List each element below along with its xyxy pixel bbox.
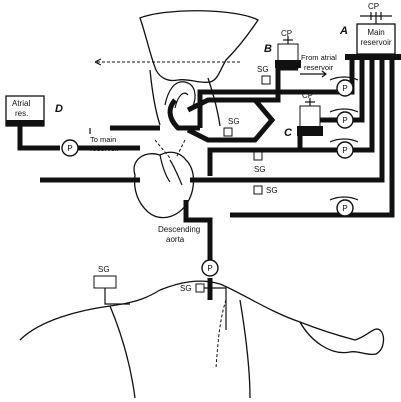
tube-head bbox=[167, 98, 200, 131]
sg-label-4: SG bbox=[266, 186, 278, 195]
torso-right bbox=[239, 299, 251, 399]
marker-d: D bbox=[55, 103, 63, 115]
torso-left bbox=[109, 305, 136, 399]
main-reservoir-label-2: reservoir bbox=[360, 38, 391, 47]
neck-left bbox=[149, 69, 161, 126]
pump-lower[interactable]: P bbox=[201, 259, 219, 277]
marker-c: C bbox=[284, 127, 293, 139]
sg-box-2 bbox=[223, 127, 233, 137]
sg-box-3 bbox=[253, 151, 263, 161]
reservoir-b-base bbox=[275, 60, 301, 68]
tube-res-2 bbox=[310, 60, 365, 123]
flow-arrow-3 bbox=[329, 138, 359, 143]
pump-label: P bbox=[342, 146, 347, 155]
sg-box-5 bbox=[195, 283, 205, 293]
neck-right bbox=[207, 77, 221, 127]
sg-label-1: SG bbox=[257, 65, 269, 74]
atrial-reservoir-base bbox=[6, 120, 44, 126]
pump-left[interactable]: P bbox=[61, 139, 79, 157]
pump-right-2[interactable]: P bbox=[336, 111, 354, 129]
marker-b: B bbox=[264, 43, 272, 55]
pump-label: P bbox=[342, 116, 347, 125]
head-outline bbox=[139, 10, 259, 84]
tube-desc-aorta bbox=[183, 200, 213, 262]
cp-c-label: CP bbox=[302, 91, 313, 100]
to-main-label-1: To main bbox=[90, 135, 116, 144]
tube-res-4 bbox=[190, 60, 385, 183]
flow-arrow-4 bbox=[329, 196, 359, 201]
arm-outline bbox=[299, 321, 351, 354]
sg-box-6 bbox=[93, 275, 117, 289]
sg-label-2: SG bbox=[228, 117, 240, 126]
carotid-loop bbox=[164, 81, 196, 109]
cp-b-label: CP bbox=[281, 29, 292, 38]
sg-label-3: SG bbox=[254, 165, 266, 174]
dashed-arrowhead bbox=[94, 58, 102, 66]
cp-main-label: CP bbox=[368, 2, 379, 11]
sg-box-1 bbox=[261, 75, 271, 85]
pump-right-3[interactable]: P bbox=[336, 141, 354, 159]
pump-label: P bbox=[342, 204, 347, 213]
main-reservoir-label-1: Main bbox=[367, 28, 384, 37]
pump-label: P bbox=[342, 84, 347, 93]
to-main-label-2: reservoir bbox=[90, 144, 120, 153]
main-reservoir-base bbox=[345, 54, 401, 60]
from-atrial-label-1: From atrial bbox=[301, 53, 337, 62]
from-atrial-arrow bbox=[300, 70, 327, 78]
tube-res-3 bbox=[207, 60, 375, 176]
from-atrial-label-2: reservoir bbox=[304, 63, 334, 72]
pump-label: P bbox=[207, 264, 212, 273]
tube-atrial bbox=[17, 126, 60, 151]
heart-dash-2 bbox=[175, 139, 186, 159]
flow-arrow-1 bbox=[329, 76, 359, 81]
reservoir-c-base bbox=[297, 126, 323, 136]
marker-a: A bbox=[339, 25, 348, 37]
pump-label: P bbox=[67, 144, 72, 153]
dash-lower bbox=[215, 299, 227, 369]
atrial-res-label-1: Atrial bbox=[12, 99, 30, 108]
pump-right-4[interactable]: P bbox=[336, 199, 354, 217]
heart-vessel bbox=[159, 154, 183, 186]
lead-sg5 bbox=[204, 287, 227, 330]
carotid-loop-2 bbox=[174, 92, 189, 109]
oxygenator-shape bbox=[186, 97, 276, 143]
heart-dash-1 bbox=[154, 139, 171, 159]
lead-sg6 bbox=[104, 288, 130, 305]
pump-right-1[interactable]: P bbox=[336, 79, 354, 97]
sg-label-6: SG bbox=[98, 265, 110, 274]
descending-aorta-label-2: aorta bbox=[166, 235, 185, 244]
flow-arrow-2 bbox=[329, 108, 359, 113]
tube-res-5 bbox=[230, 60, 395, 218]
sg-box-4 bbox=[253, 185, 263, 195]
atrial-res-label-2: res. bbox=[15, 109, 28, 118]
descending-aorta-label-1: Descending bbox=[158, 225, 200, 234]
sg-label-5: SG bbox=[180, 284, 192, 293]
